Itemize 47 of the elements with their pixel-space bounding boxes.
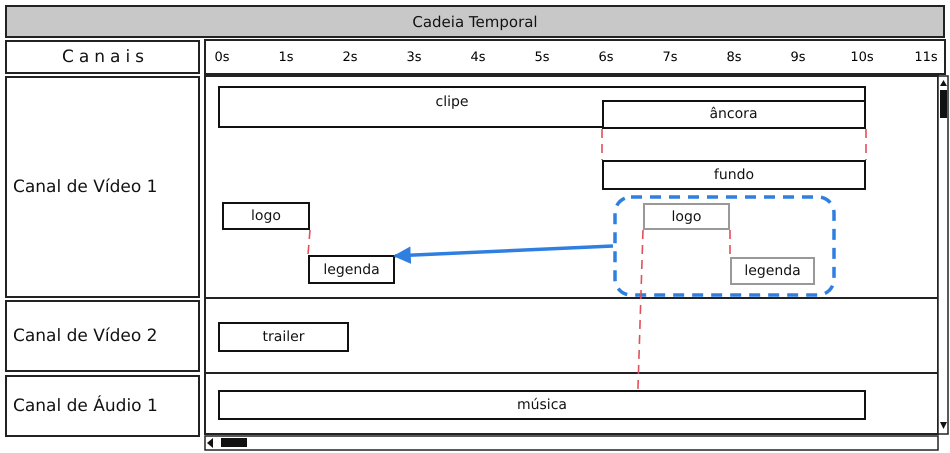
arrow xyxy=(393,244,614,264)
link-line xyxy=(865,129,867,160)
link-line xyxy=(601,129,603,160)
time-tick-label: 6s xyxy=(598,50,614,65)
moved-clip-bar xyxy=(730,257,815,285)
clip-label: âncora xyxy=(709,106,758,122)
clip-bar xyxy=(308,255,395,284)
link-line xyxy=(637,230,644,390)
clip-label: clipe xyxy=(436,94,468,110)
title-bar xyxy=(5,5,945,38)
channel-name: Canal de Áudio 1 xyxy=(13,396,158,416)
clip-bar xyxy=(222,202,310,230)
clip-label: música xyxy=(517,397,567,413)
time-tick-label: 4s xyxy=(470,50,486,65)
channel-label-cell xyxy=(5,40,200,74)
time-tick-label: 3s xyxy=(406,50,422,65)
clip-bar xyxy=(218,86,866,128)
time-tick-label: 9s xyxy=(790,50,806,65)
time-tick-label: 11s xyxy=(914,50,938,65)
link-line xyxy=(729,230,731,257)
channel-name: Canal de Vídeo 1 xyxy=(13,177,158,197)
clip-label: legenda xyxy=(744,263,801,279)
time-tick-label: 8s xyxy=(726,50,742,65)
channel-label-cell xyxy=(5,300,200,372)
channel-label-cell xyxy=(5,375,200,437)
clip-label: logo xyxy=(251,208,281,224)
clip-bar xyxy=(218,322,349,352)
time-tick-label: 5s xyxy=(534,50,550,65)
clip-bar xyxy=(602,100,866,128)
time-tick-label: 1s xyxy=(278,50,294,65)
clip-label: legenda xyxy=(323,262,380,278)
time-tick-label: 10s xyxy=(850,50,874,65)
channel-name: Canal de Vídeo 2 xyxy=(13,326,158,346)
clip-bar xyxy=(218,390,866,420)
clip-label: fundo xyxy=(714,167,754,183)
channel-label-cell xyxy=(5,76,200,298)
time-tick-label: 2s xyxy=(342,50,358,65)
channel-name: Canais xyxy=(62,47,150,67)
moved-clip-bar xyxy=(643,203,730,230)
time-tick-label: 7s xyxy=(662,50,678,65)
link-line xyxy=(307,230,311,256)
time-tick-label: 0s xyxy=(214,50,230,65)
clip-bar xyxy=(602,160,866,190)
clip-label: logo xyxy=(672,208,702,224)
title-text: Cadeia Temporal xyxy=(412,12,538,30)
selection-box xyxy=(613,195,836,297)
clip-label: trailer xyxy=(262,329,304,345)
